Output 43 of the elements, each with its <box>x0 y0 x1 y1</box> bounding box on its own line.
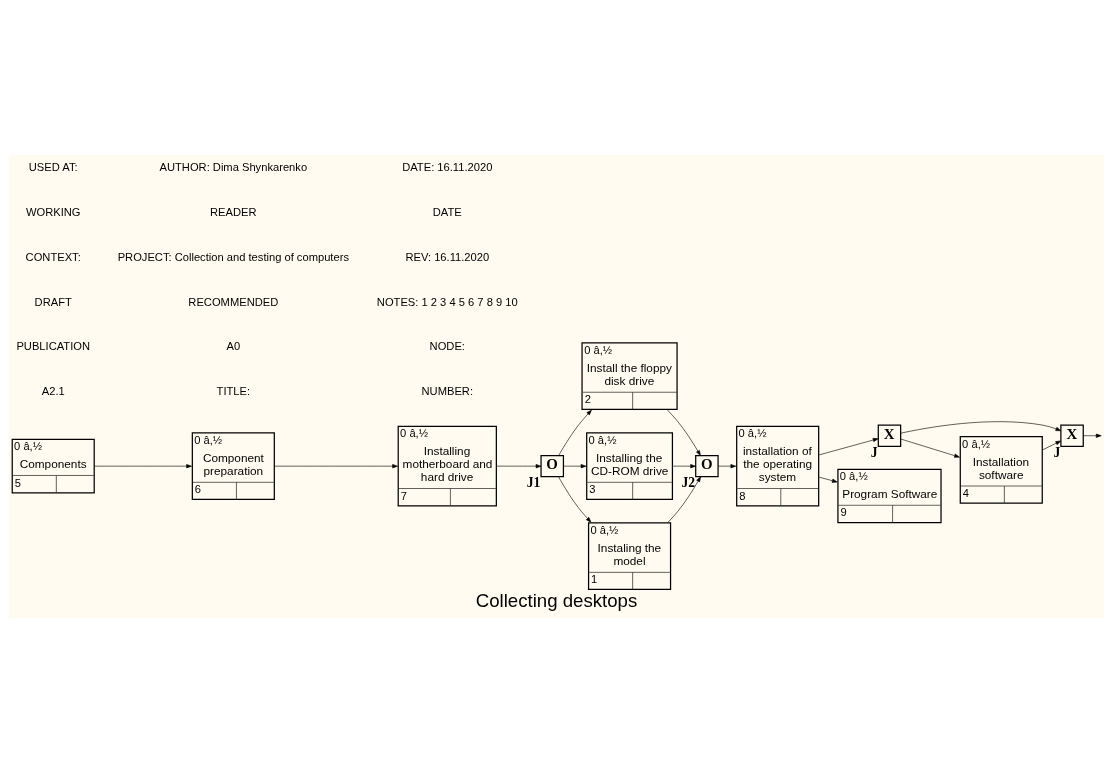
arrow <box>672 464 696 469</box>
arrow <box>900 421 1062 434</box>
arrow <box>1042 440 1062 450</box>
arrow <box>496 464 542 469</box>
label: A2.1 <box>41 384 65 397</box>
diagram-title: Collecting desktops <box>475 590 638 612</box>
label: TITLE: <box>216 384 251 397</box>
node-box: X <box>1060 424 1084 447</box>
arrow <box>274 464 398 469</box>
arrow <box>1083 433 1102 438</box>
arrow <box>900 438 960 458</box>
label: RECOMMENDED <box>188 295 279 308</box>
arrow <box>667 409 701 456</box>
label: READER <box>210 206 257 219</box>
node-box: X <box>877 424 902 447</box>
label: PROJECT: Collection and testing of computers <box>117 250 349 263</box>
node-label: J2 <box>681 475 696 491</box>
label: CONTEXT: <box>25 250 81 263</box>
node-label: J <box>1053 444 1061 460</box>
label: WORKING <box>25 206 81 219</box>
arrow <box>558 409 592 456</box>
node-label: J <box>870 444 878 460</box>
label: AUTHOR: Dima Shynkarenko <box>159 161 308 174</box>
arrow <box>667 476 701 523</box>
arrow <box>819 438 879 456</box>
label: DATE <box>432 206 462 219</box>
label: NODE: <box>429 340 465 353</box>
label: PUBLICATION <box>16 340 90 353</box>
arrow <box>94 464 192 469</box>
label: NUMBER: <box>421 384 474 397</box>
node-box: O <box>540 454 565 478</box>
arrow <box>558 476 592 523</box>
node-label: J1 <box>526 475 541 491</box>
label: A0 <box>226 340 241 353</box>
label: DATE: 16.11.2020 <box>402 161 493 174</box>
arrow <box>819 476 838 483</box>
label: USED AT: <box>28 161 78 174</box>
arrow <box>717 464 737 469</box>
label: REV: 16.11.2020 <box>405 250 490 263</box>
node-box: O <box>695 454 719 478</box>
label: NOTES: 1 2 3 4 5 6 7 8 9 10 <box>376 295 518 308</box>
label: DRAFT <box>34 295 72 308</box>
arrow <box>563 464 587 469</box>
